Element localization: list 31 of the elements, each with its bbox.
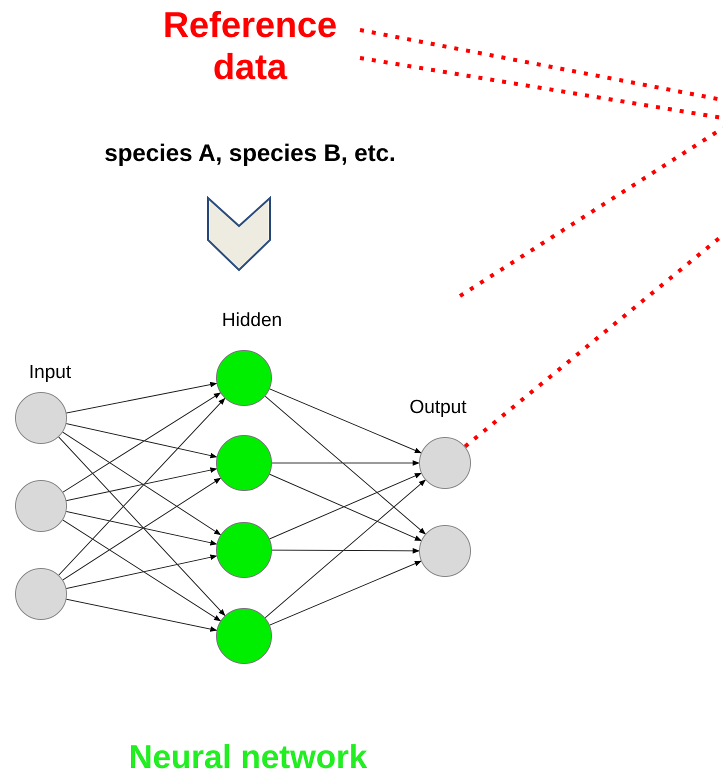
arrow [58,398,226,576]
layer-label: Output [409,397,467,419]
layer-label: Hidden [222,310,282,332]
heading-text: Reference data [140,4,360,88]
species-text: species A, species B, etc. [104,140,396,168]
arrow [66,382,218,414]
arrow [272,548,420,554]
caption: Neural network [128,738,368,776]
input-node [15,568,67,620]
arrow [264,396,426,535]
arrow [66,511,218,546]
output-node [419,437,471,489]
arrow [269,560,422,626]
arrow [66,467,218,502]
arrow [62,520,221,622]
arrow [66,598,218,632]
input-node [15,392,67,444]
layer-label: Input [28,362,72,384]
input-node [15,480,67,532]
arrow [62,478,222,580]
arrow [264,479,426,618]
arrow [269,388,422,454]
arrow [58,436,226,616]
hidden-node [216,608,272,664]
output-node [419,525,471,577]
arrow [62,392,221,493]
arrow [272,460,420,466]
arrow [66,554,218,589]
arrow [66,423,218,458]
arrow [62,432,222,536]
hidden-node [216,350,272,406]
